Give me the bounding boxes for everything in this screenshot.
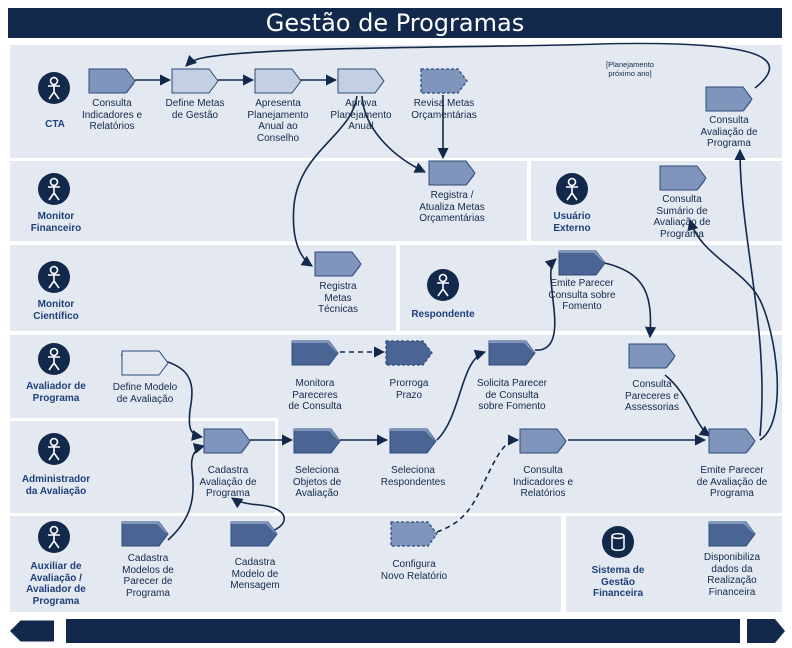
- role-label-monitor-financeiro: Monitor Financeiro: [30, 211, 82, 234]
- process-shape[interactable]: [428, 160, 476, 186]
- step-aprova-planejamento: Aprova Planejamento Anual: [330, 98, 392, 132]
- step-consulta-indicadores-cta: Consulta Indicadores e Relatórios: [81, 98, 143, 132]
- person-icon: [38, 521, 70, 553]
- person-icon: [38, 343, 70, 375]
- process-shape[interactable]: [291, 340, 339, 366]
- role-label-auxiliar-avaliacao: Auxiliar de Avaliação / Avaliador de Pro…: [26, 561, 86, 607]
- process-shape[interactable]: [337, 68, 385, 94]
- step-cadastra-avaliacao: Cadastra Avaliação de Programa: [199, 465, 257, 499]
- step-cadastra-modelo-mensagem: Cadastra Modelo de Mensagem: [230, 557, 280, 591]
- arrow-right-icon[interactable]: [744, 619, 788, 643]
- role-label-respondente: Respondente: [411, 309, 475, 320]
- page-title: Gestão de Programas: [8, 8, 782, 38]
- annotation-planejamento: [Planejamento próximo ano]: [606, 60, 654, 78]
- step-revisa-metas: Revisa Metas Orçamentárias: [411, 98, 477, 121]
- step-cadastra-modelos-parecer: Cadastra Modelos de Parecer de Programa: [122, 553, 174, 599]
- step-prorroga-prazo: Prorroga Prazo: [389, 378, 429, 401]
- person-icon: [38, 261, 70, 293]
- step-registra-metas-orcamentarias: Registra / Atualiza Metas Orçamentárias: [419, 190, 485, 224]
- process-shape[interactable]: [558, 250, 606, 276]
- process-shape[interactable]: [230, 521, 278, 547]
- process-shape[interactable]: [203, 428, 251, 454]
- step-define-modelo: Define Modelo de Avaliação: [112, 382, 178, 405]
- process-shape[interactable]: [293, 428, 341, 454]
- person-icon: [38, 72, 70, 104]
- process-shape[interactable]: [488, 340, 536, 366]
- process-shape[interactable]: [121, 350, 169, 376]
- role-label-cta: CTA: [45, 119, 65, 130]
- process-shape[interactable]: [420, 68, 468, 94]
- process-shape[interactable]: [385, 340, 433, 366]
- role-label-usuario-externo: Usuário Externo: [553, 211, 591, 234]
- step-disponibiliza-dados: Disponibiliza dados da Realização Financ…: [703, 552, 761, 598]
- role-label-avaliador-programa: Avaliador de Programa: [26, 381, 86, 404]
- role-label-sistema-gestao-financeira: Sistema de Gestão Financeira: [591, 565, 645, 599]
- role-label-monitor-cientifico: Monitor Científico: [33, 299, 79, 322]
- process-shape[interactable]: [389, 428, 437, 454]
- process-shape[interactable]: [314, 251, 362, 277]
- person-icon: [38, 173, 70, 205]
- step-consulta-indicadores-adm: Consulta Indicadores e Relatórios: [512, 465, 574, 499]
- step-consulta-avaliacao-programa: Consulta Avaliação de Programa: [700, 115, 758, 149]
- role-label-administrador-avaliacao: Administrador da Avaliação: [21, 474, 91, 497]
- process-shape[interactable]: [628, 343, 676, 369]
- step-apresenta-planejamento: Apresenta Planejamento Anual ao Conselho: [247, 98, 309, 144]
- step-consulta-pareceres: Consulta Pareceres e Assessorias: [625, 379, 679, 413]
- process-shape[interactable]: [519, 428, 567, 454]
- process-shape[interactable]: [390, 521, 438, 547]
- step-configura-relatorio: Configura Novo Relatório: [380, 559, 448, 582]
- process-shape[interactable]: [659, 165, 707, 191]
- database-icon: [602, 526, 634, 558]
- process-shape[interactable]: [708, 521, 756, 547]
- step-define-metas: Define Metas de Gestão: [165, 98, 225, 121]
- step-registra-metas-tecnicas: Registra Metas Técnicas: [317, 281, 358, 315]
- step-emite-parecer-consulta: Emite Parecer Consulta sobre Fomento: [548, 278, 616, 312]
- footer-bar: [66, 619, 740, 643]
- step-solicita-parecer: Solicita Parecer de Consulta sobre Fomen…: [476, 378, 548, 412]
- lane-divider: [10, 418, 278, 421]
- process-shape[interactable]: [705, 86, 753, 112]
- step-seleciona-objetos: Seleciona Objetos de Avaliação: [292, 465, 342, 499]
- process-shape[interactable]: [708, 428, 756, 454]
- process-shape[interactable]: [254, 68, 302, 94]
- arrow-left-icon[interactable]: [10, 619, 54, 643]
- step-seleciona-respondentes: Seleciona Respondentes: [380, 465, 446, 488]
- process-shape[interactable]: [121, 521, 169, 547]
- step-consulta-sumario: Consulta Sumário de Avaliação de Program…: [653, 194, 711, 240]
- step-monitora-pareceres: Monitora Pareceres de Consulta: [288, 378, 342, 412]
- step-emite-parecer-avaliacao: Emite Parecer de Avaliação de Programa: [696, 465, 768, 499]
- process-shape[interactable]: [88, 68, 136, 94]
- person-icon: [556, 173, 588, 205]
- lane-divider: [275, 418, 278, 513]
- process-shape[interactable]: [171, 68, 219, 94]
- person-icon: [427, 269, 459, 301]
- person-icon: [38, 433, 70, 465]
